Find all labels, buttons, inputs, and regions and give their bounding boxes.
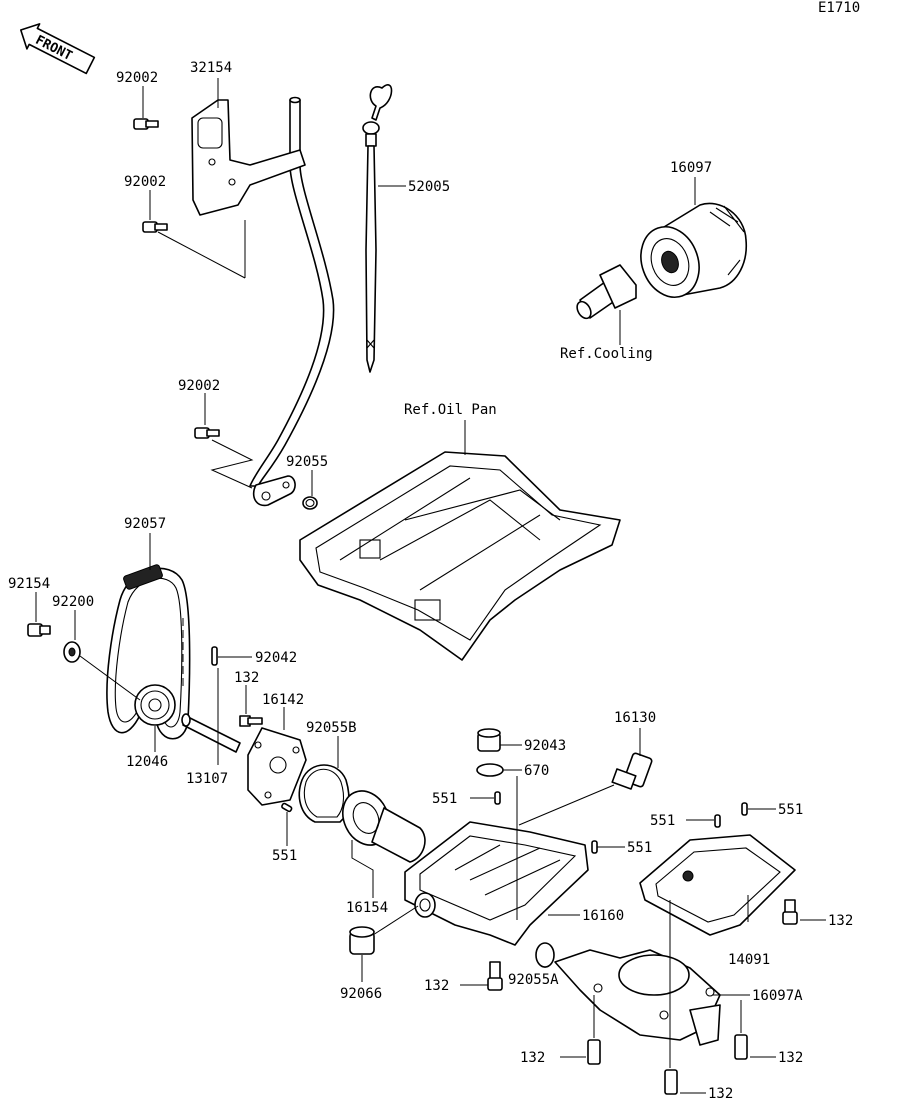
oil-pump-body-16160 bbox=[404, 821, 589, 946]
label-16160: 16160 bbox=[582, 908, 624, 924]
bolt-92154 bbox=[27, 623, 51, 637]
pump-shaft-13107 bbox=[181, 713, 241, 753]
leader-lines bbox=[35, 78, 826, 1094]
pump-rotor-16154 bbox=[342, 790, 426, 863]
oil-filter-16097 bbox=[640, 202, 748, 298]
label-16142: 16142 bbox=[262, 692, 304, 708]
label-92043: 92043 bbox=[524, 738, 566, 754]
label-551-b: 551 bbox=[778, 802, 803, 818]
pin-551-d bbox=[714, 814, 721, 828]
o-ring-670 bbox=[476, 763, 504, 777]
label-92200: 92200 bbox=[52, 594, 94, 610]
bolt-92002-b bbox=[142, 221, 168, 233]
label-92055A: 92055A bbox=[508, 972, 559, 988]
label-132-b: 132 bbox=[828, 913, 853, 929]
label-551-e: 551 bbox=[272, 848, 297, 864]
label-16097: 16097 bbox=[670, 160, 712, 176]
label-551-a: 551 bbox=[432, 791, 457, 807]
label-92055: 92055 bbox=[286, 454, 328, 470]
label-92154: 92154 bbox=[8, 576, 50, 592]
pump-cover-16142 bbox=[247, 727, 307, 806]
guide-bracket bbox=[191, 99, 306, 216]
pin-551-a bbox=[281, 802, 293, 813]
label-ref-oil-pan: Ref.Oil Pan bbox=[404, 402, 497, 418]
label-132-d: 132 bbox=[520, 1050, 545, 1066]
bolt-92002-a bbox=[133, 118, 159, 130]
label-14091: 14091 bbox=[728, 952, 770, 968]
label-551-d: 551 bbox=[627, 840, 652, 856]
collar-92043 bbox=[477, 728, 501, 752]
label-ref-cooling: Ref.Cooling bbox=[560, 346, 653, 362]
o-ring-92055A bbox=[535, 942, 555, 968]
o-ring-92055 bbox=[302, 496, 318, 510]
oil-level-gauge-52005 bbox=[362, 84, 393, 373]
bolt-132-a bbox=[239, 715, 263, 727]
pin-551-e bbox=[741, 802, 748, 816]
pin-92042 bbox=[211, 646, 218, 666]
label-13107: 13107 bbox=[186, 771, 228, 787]
bolt-132-e bbox=[734, 1034, 748, 1060]
bolt-132-c bbox=[487, 961, 503, 991]
oil-pan-ref bbox=[299, 451, 621, 661]
gasket-92055B bbox=[298, 764, 350, 823]
label-52005: 52005 bbox=[408, 179, 450, 195]
label-92057: 92057 bbox=[124, 516, 166, 532]
bolt-132-d bbox=[587, 1039, 601, 1065]
oil-pressure-switch-16130 bbox=[611, 752, 653, 790]
label-92002-a: 92002 bbox=[116, 70, 158, 86]
washer-92200 bbox=[63, 641, 81, 663]
label-16097A: 16097A bbox=[752, 988, 803, 1004]
front-arrow-icon: FRONT bbox=[19, 23, 96, 75]
label-92066: 92066 bbox=[340, 986, 382, 1002]
label-551-c: 551 bbox=[650, 813, 675, 829]
label-92042: 92042 bbox=[255, 650, 297, 666]
label-132-f: 132 bbox=[708, 1086, 733, 1102]
label-132-a: 132 bbox=[234, 670, 259, 686]
filter-fitting bbox=[576, 264, 637, 320]
collar-92066 bbox=[349, 926, 375, 955]
label-132-e: 132 bbox=[778, 1050, 803, 1066]
diagram-code: E1710 bbox=[818, 0, 860, 16]
label-132-c: 132 bbox=[424, 978, 449, 994]
label-32154: 32154 bbox=[190, 60, 232, 76]
pipe-flange bbox=[252, 475, 296, 507]
sprocket-12046 bbox=[134, 684, 176, 726]
label-92002-b: 92002 bbox=[124, 174, 166, 190]
label-670: 670 bbox=[524, 763, 549, 779]
pin-551-b bbox=[494, 791, 501, 805]
oil-screen-14091 bbox=[639, 834, 796, 936]
label-92055B: 92055B bbox=[306, 720, 357, 736]
bolt-132-b bbox=[782, 899, 798, 925]
label-92002-c: 92002 bbox=[178, 378, 220, 394]
label-16154: 16154 bbox=[346, 900, 388, 916]
label-12046: 12046 bbox=[126, 754, 168, 770]
bolt-132-f bbox=[664, 1069, 678, 1095]
bolt-92002-c bbox=[194, 427, 220, 439]
pin-551-c bbox=[591, 840, 598, 854]
label-16130: 16130 bbox=[614, 710, 656, 726]
filter-housing-16097A bbox=[554, 949, 721, 1046]
